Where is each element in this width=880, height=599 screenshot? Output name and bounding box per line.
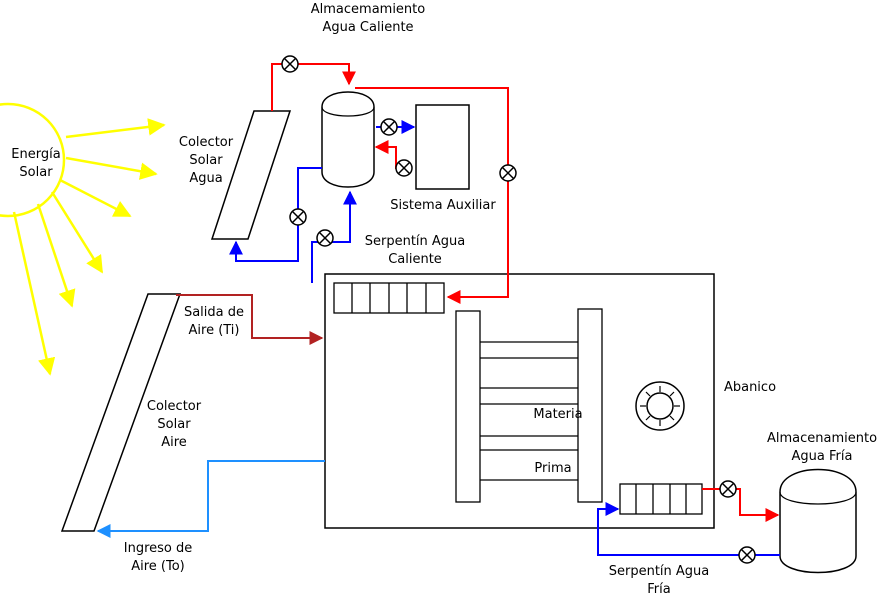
valve-icon[interactable] — [316, 229, 334, 247]
sun-disc — [0, 102, 66, 218]
raw-material-label-1: Materia — [533, 407, 583, 422]
valves — [281, 55, 756, 564]
cold-coil-label: Serpentín Agua Fría — [608, 564, 710, 597]
air-collector-label: Colector Solar Aire — [146, 399, 202, 450]
aux-system-box — [415, 104, 470, 190]
sun-icon — [0, 102, 166, 376]
valve-icon[interactable] — [289, 208, 307, 226]
valve-icon[interactable] — [380, 118, 398, 136]
hot-water-coil — [333, 282, 445, 314]
valve-icon[interactable] — [719, 480, 737, 498]
air-outlet-line — [176, 294, 324, 345]
aux-system-label: Sistema Auxiliar — [390, 198, 496, 213]
cold-water-tank — [779, 468, 857, 574]
air-collector-panel — [60, 293, 182, 532]
fan-icon — [635, 381, 685, 431]
hot-water-tank — [321, 91, 375, 188]
hot-storage-label: Almacemamiento Agua Caliente — [310, 2, 426, 35]
raw-material-label-2: Prima — [534, 461, 572, 476]
valve-icon[interactable] — [395, 159, 413, 177]
water-collector-label: Colector Solar Agua — [178, 135, 234, 186]
hot-coil-label: Serpentín Agua Caliente — [364, 234, 466, 267]
air-inlet-label: Ingreso de Aire (To) — [123, 541, 193, 574]
water-collector-panel — [210, 110, 292, 240]
air-outlet-label: Salida de Aire (Ti) — [183, 305, 245, 338]
valve-icon[interactable] — [499, 164, 517, 182]
fan-label: Abanico — [723, 380, 777, 395]
cold-storage-label: Almacenamiento Agua Fría — [766, 431, 878, 464]
sun-rays — [12, 118, 166, 376]
sun-label: Energía Solar — [11, 147, 61, 180]
valve-icon[interactable] — [738, 546, 756, 564]
air-inlet-line — [96, 460, 325, 538]
cold-water-coil — [619, 483, 703, 515]
drying-rack — [455, 308, 603, 503]
valve-icon[interactable] — [281, 55, 299, 73]
drying-chamber — [324, 273, 715, 529]
